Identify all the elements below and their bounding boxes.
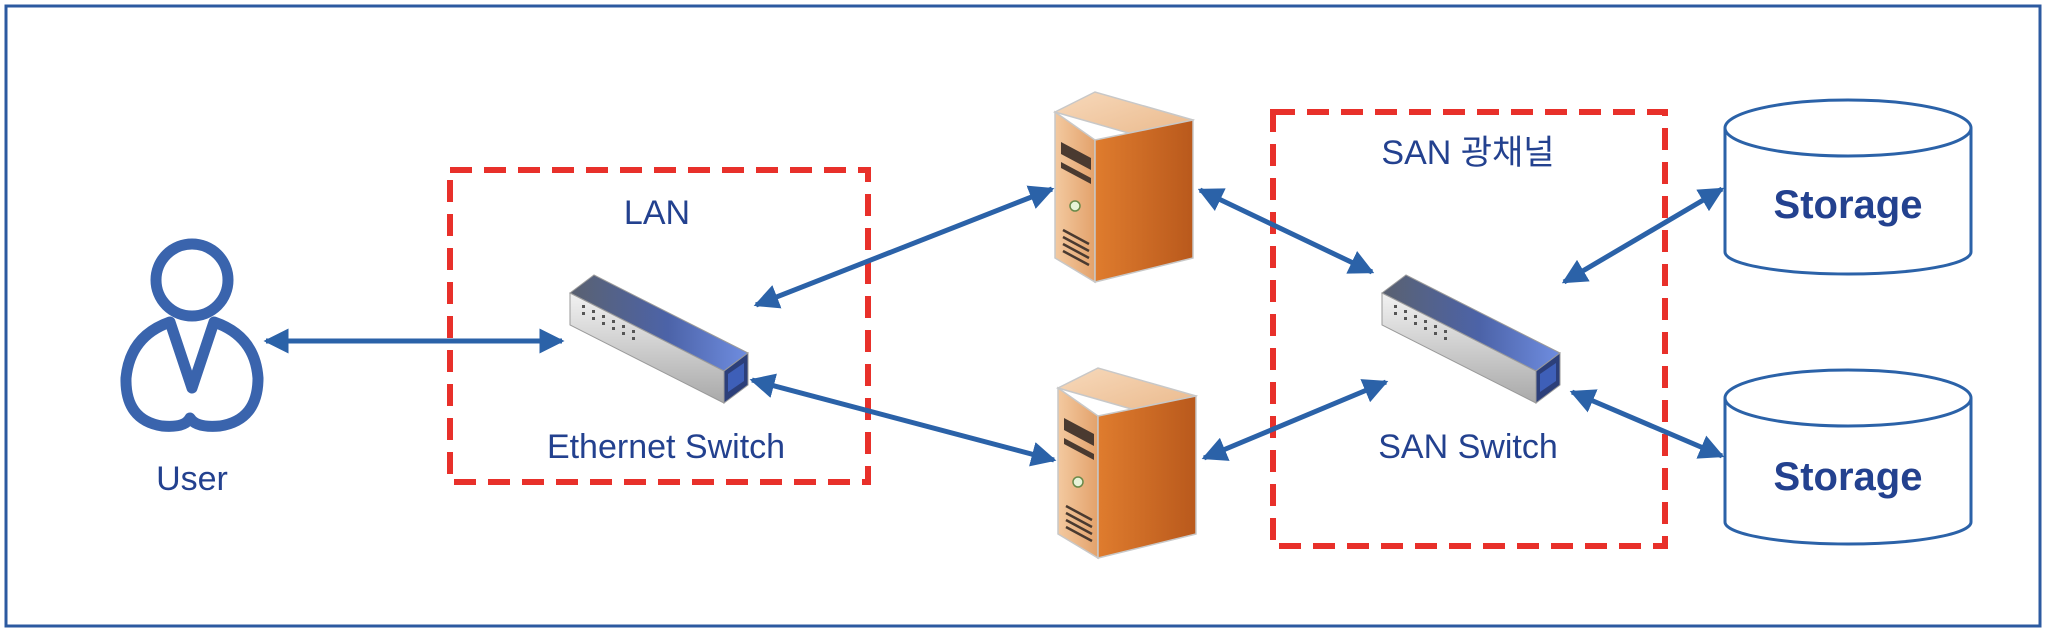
- san-switch-icon: [1381, 274, 1561, 404]
- server-bottom-icon: [1056, 366, 1198, 560]
- storage-bottom-cylinder: [1723, 368, 1973, 546]
- diagram-frame: [4, 4, 2042, 628]
- lan-group-box: [447, 167, 871, 485]
- arrow-server-bottom-san-switch: [1201, 379, 1389, 461]
- user-label: User: [156, 460, 228, 498]
- storage-top-cylinder: [1723, 98, 1973, 276]
- ethernet-switch-label: Ethernet Switch: [547, 428, 785, 466]
- arrow-san-switch-storage-bottom: [1569, 389, 1725, 459]
- arrow-ethernet-switch-server-top: [753, 185, 1055, 309]
- san-group-label: SAN 광채널: [1381, 134, 1554, 172]
- san-switch-label: SAN Switch: [1378, 428, 1558, 466]
- ethernet-switch-icon: [569, 274, 749, 404]
- san-group-box: [1270, 109, 1668, 549]
- user-icon: [120, 238, 264, 432]
- arrow-san-switch-storage-top: [1561, 186, 1725, 285]
- arrow-server-top-san-switch: [1197, 187, 1375, 275]
- storage-bottom-label: Storage: [1774, 455, 1923, 499]
- server-top-icon: [1053, 90, 1195, 284]
- arrow-ethernet-switch-server-bottom: [749, 373, 1057, 467]
- storage-top-label: Storage: [1774, 183, 1923, 227]
- lan-group-label: LAN: [624, 194, 690, 232]
